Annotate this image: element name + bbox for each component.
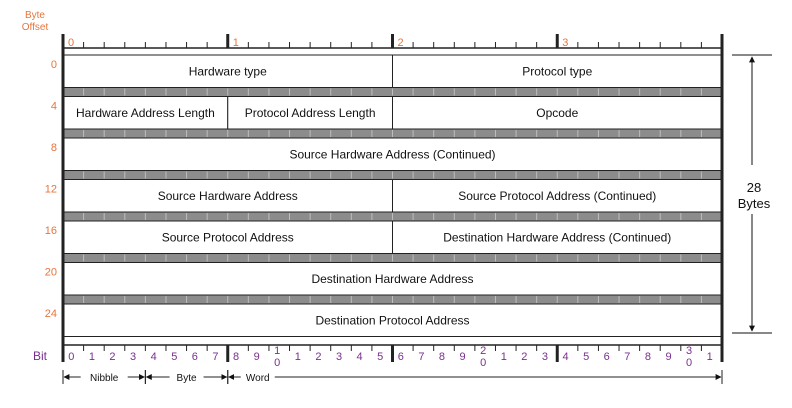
byte-offset: 24 <box>45 308 57 320</box>
bit-number: 7 <box>418 351 424 363</box>
bit-number: 3 <box>130 351 136 363</box>
field-label: Destination Hardware Address <box>311 272 473 286</box>
field-label: Source Hardware Address (Continued) <box>289 147 495 161</box>
field-box <box>392 54 723 88</box>
field-box <box>392 179 723 213</box>
byte-marker: 2 <box>398 37 404 49</box>
field-label: Destination Protocol Address <box>315 313 469 327</box>
bit-number-tens: 2 <box>480 345 486 357</box>
bit-number: 2 <box>521 351 527 363</box>
span-label: Nibble <box>90 373 119 384</box>
bit-number: 6 <box>398 351 404 363</box>
field-label: Hardware type <box>189 64 267 78</box>
byte-offset: 0 <box>51 59 57 71</box>
bit-number: 9 <box>665 351 671 363</box>
bit-number-ones: 0 <box>686 357 692 369</box>
bit-number: 4 <box>357 351 363 363</box>
bit-number-ones: 0 <box>274 357 280 369</box>
field-label: Destination Hardware Address (Continued) <box>443 230 671 244</box>
byte-offset: 20 <box>45 267 57 279</box>
bit-label: Bit <box>33 349 48 363</box>
byte-offset: 12 <box>45 184 57 196</box>
field-box <box>392 96 723 130</box>
field-label: Hardware Address Length <box>76 106 215 120</box>
byte-offset-label-line1: Byte <box>25 10 45 21</box>
field-box <box>227 96 393 130</box>
bit-number: 8 <box>233 351 239 363</box>
bit-number: 9 <box>254 351 260 363</box>
byte-ruler: 0 1 2 3 <box>61 34 724 49</box>
byte-offset-label-line2: Offset <box>22 22 49 33</box>
bit-number: 9 <box>460 351 466 363</box>
unit-spans: Nibble Byte Word <box>62 370 723 384</box>
total-size-value: 28 <box>747 180 761 195</box>
total-size-indicator: 28 Bytes <box>732 54 772 334</box>
bit-number: 1 <box>295 351 301 363</box>
byte-marker: 0 <box>68 37 74 49</box>
bit-number-tens: 3 <box>686 345 692 357</box>
byte-offset: 4 <box>51 101 57 113</box>
span-label: Word <box>246 373 270 384</box>
field-box <box>62 179 393 213</box>
bit-number: 5 <box>377 351 383 363</box>
field-label: Protocol type <box>522 64 592 78</box>
byte-offsets: 0 4 8 12 16 20 24 <box>45 59 57 320</box>
field-box <box>62 137 723 171</box>
byte-offset: 16 <box>45 225 57 237</box>
bit-number: 2 <box>109 351 115 363</box>
field-box <box>62 54 393 88</box>
bit-number: 4 <box>151 351 157 363</box>
bit-number: 8 <box>645 351 651 363</box>
total-size-unit: Bytes <box>738 196 771 211</box>
bit-number-tens: 1 <box>274 345 280 357</box>
byte-marker: 3 <box>562 37 568 49</box>
field-label: Source Hardware Address <box>158 189 298 203</box>
bit-number: 1 <box>501 351 507 363</box>
byte-marker: 1 <box>233 37 239 49</box>
byte-offset: 8 <box>51 142 57 154</box>
field-label: Opcode <box>536 106 578 120</box>
span-label: Byte <box>177 373 197 384</box>
bit-number: 7 <box>624 351 630 363</box>
field-label: Protocol Address Length <box>245 106 376 120</box>
bit-number: 3 <box>542 351 548 363</box>
bit-number: 6 <box>604 351 610 363</box>
bit-number: 6 <box>192 351 198 363</box>
bit-number: 8 <box>439 351 445 363</box>
bit-number: 0 <box>68 351 74 363</box>
bit-number: 1 <box>707 351 713 363</box>
bit-number: 3 <box>336 351 342 363</box>
field-label: Source Protocol Address (Continued) <box>458 189 656 203</box>
bit-number-ones: 0 <box>480 357 486 369</box>
field-label: Source Protocol Address <box>162 230 294 244</box>
bit-number: 2 <box>315 351 321 363</box>
bit-number: 5 <box>171 351 177 363</box>
bit-number: 7 <box>212 351 218 363</box>
bit-number: 1 <box>89 351 95 363</box>
bit-number: 4 <box>562 351 568 363</box>
bit-number: 5 <box>583 351 589 363</box>
field-box <box>392 220 723 254</box>
